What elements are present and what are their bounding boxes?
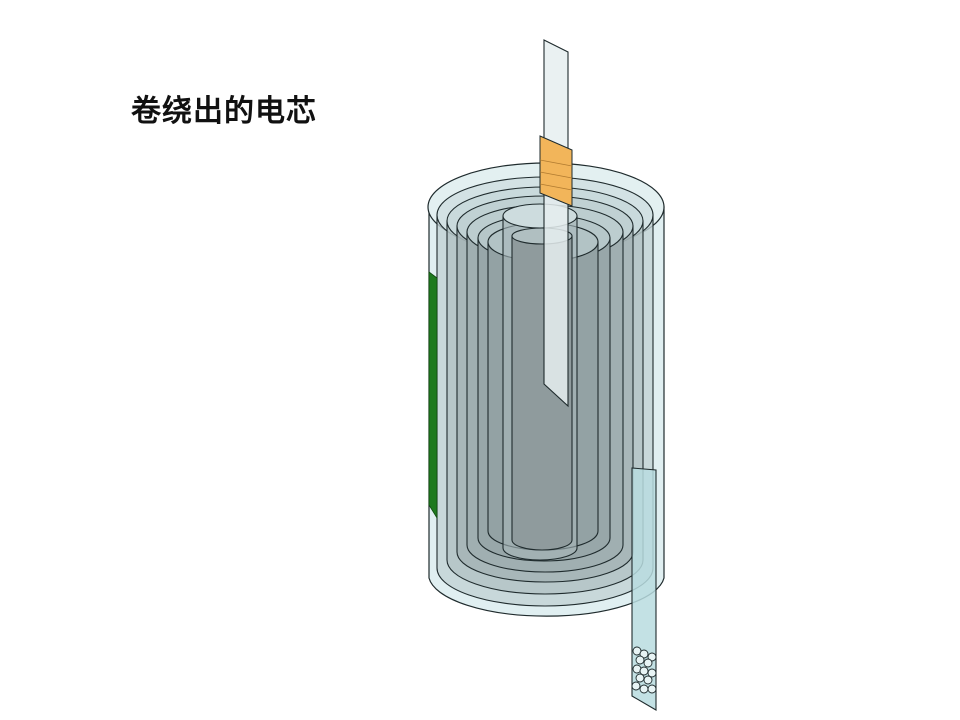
tab-tape-orange	[539, 135, 573, 207]
diagram-title: 卷绕出的电芯	[131, 94, 317, 129]
bottom-tab	[631, 467, 657, 711]
weld-dots	[631, 646, 657, 694]
side-tape-green	[428, 271, 438, 520]
top-tab	[543, 39, 569, 408]
